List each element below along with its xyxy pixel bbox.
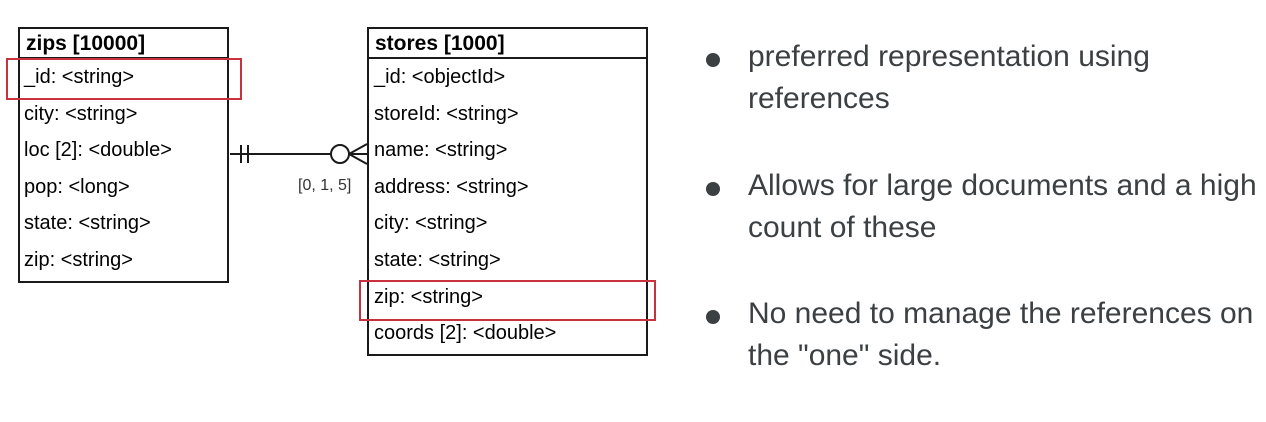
bullet-item: preferred representation using reference… (700, 36, 1260, 120)
zips-field-pop: pop: <long> (24, 175, 130, 198)
stores-field-storeid: storeId: <string> (374, 102, 519, 125)
zips-field-zip: zip: <string> (24, 248, 133, 271)
stores-field-name: name: <string> (374, 139, 508, 162)
bullet-item: Allows for large documents and a high co… (700, 165, 1260, 249)
bullet-list: preferred representation using reference… (700, 36, 1260, 377)
zero-circle (330, 144, 350, 164)
stores-entity: stores [1000] _id: <objectId> storeId: <… (367, 27, 648, 356)
stores-field-address: address: <string> (374, 175, 529, 198)
stores-field-coords: coords [2]: <double> (374, 322, 557, 345)
stores-field-zip: zip: <string> (374, 285, 483, 308)
stores-entity-title: stores [1000] (369, 29, 646, 59)
crowfoot-lower (348, 153, 368, 165)
zips-entity: zips [10000] _id: <string> city: <string… (18, 27, 229, 283)
crowfoot-upper (348, 143, 368, 155)
zips-field-state: state: <string> (24, 212, 151, 235)
stores-field-state: state: <string> (374, 248, 501, 271)
stores-field-id: _id: <objectId> (374, 66, 506, 88)
zips-field-loc: loc [2]: <double> (24, 139, 172, 162)
bullet-item: No need to manage the references on the … (700, 293, 1260, 377)
cardinality-label: [0, 1, 5] (298, 177, 352, 194)
zips-field-id: _id: <string> (24, 66, 135, 88)
stores-field-city: city: <string> (374, 212, 488, 235)
zips-field-city: city: <string> (24, 102, 138, 125)
